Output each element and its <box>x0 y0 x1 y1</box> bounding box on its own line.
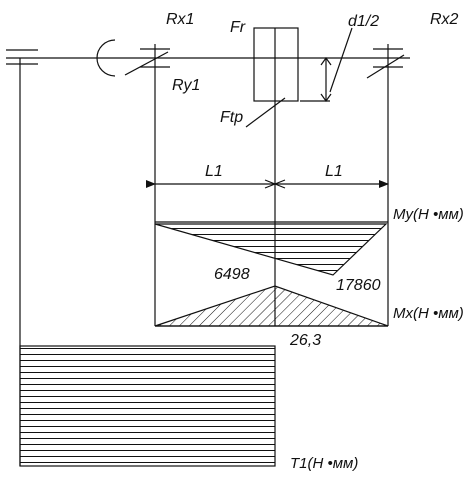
mx-triangle <box>154 285 389 327</box>
label-fr: Fr <box>230 19 246 36</box>
label-rx1: Rx1 <box>166 11 195 28</box>
label-t1: T1(H •мм) <box>290 455 359 472</box>
d-dim-leader <box>329 27 353 93</box>
d-dim-arrow-bottom <box>320 93 332 103</box>
label-rx2: Rx2 <box>430 11 459 28</box>
label-mx: Mx(H •мм) <box>393 305 464 322</box>
rx2-leader <box>366 54 405 79</box>
my-hatching <box>155 224 386 275</box>
value-6498: 6498 <box>214 266 250 283</box>
l1-mid-arrow-a <box>264 179 276 185</box>
value-17860: 17860 <box>336 277 381 294</box>
coupling-arc <box>96 39 116 77</box>
label-ftp: Ftp <box>220 109 244 126</box>
value-26-3: 26,3 <box>290 332 322 349</box>
label-my: My(H •мм) <box>393 206 464 223</box>
label-ry1: Ry1 <box>172 77 201 94</box>
d-dim-arrow-top <box>320 56 332 66</box>
label-d1-2: d1/2 <box>348 13 380 30</box>
ftp-leader <box>245 97 286 128</box>
l1-mid-arrow-d <box>274 183 286 189</box>
label-l1-left: L1 <box>205 163 223 180</box>
gear-rectangle <box>253 27 299 102</box>
my-outline <box>154 223 388 276</box>
l1-mid-arrow-c <box>264 183 276 189</box>
l1-mid-arrow-b <box>274 179 286 185</box>
torque-rectangle <box>19 345 276 467</box>
label-l1-right: L1 <box>325 163 343 180</box>
ry1-leader <box>124 51 169 76</box>
